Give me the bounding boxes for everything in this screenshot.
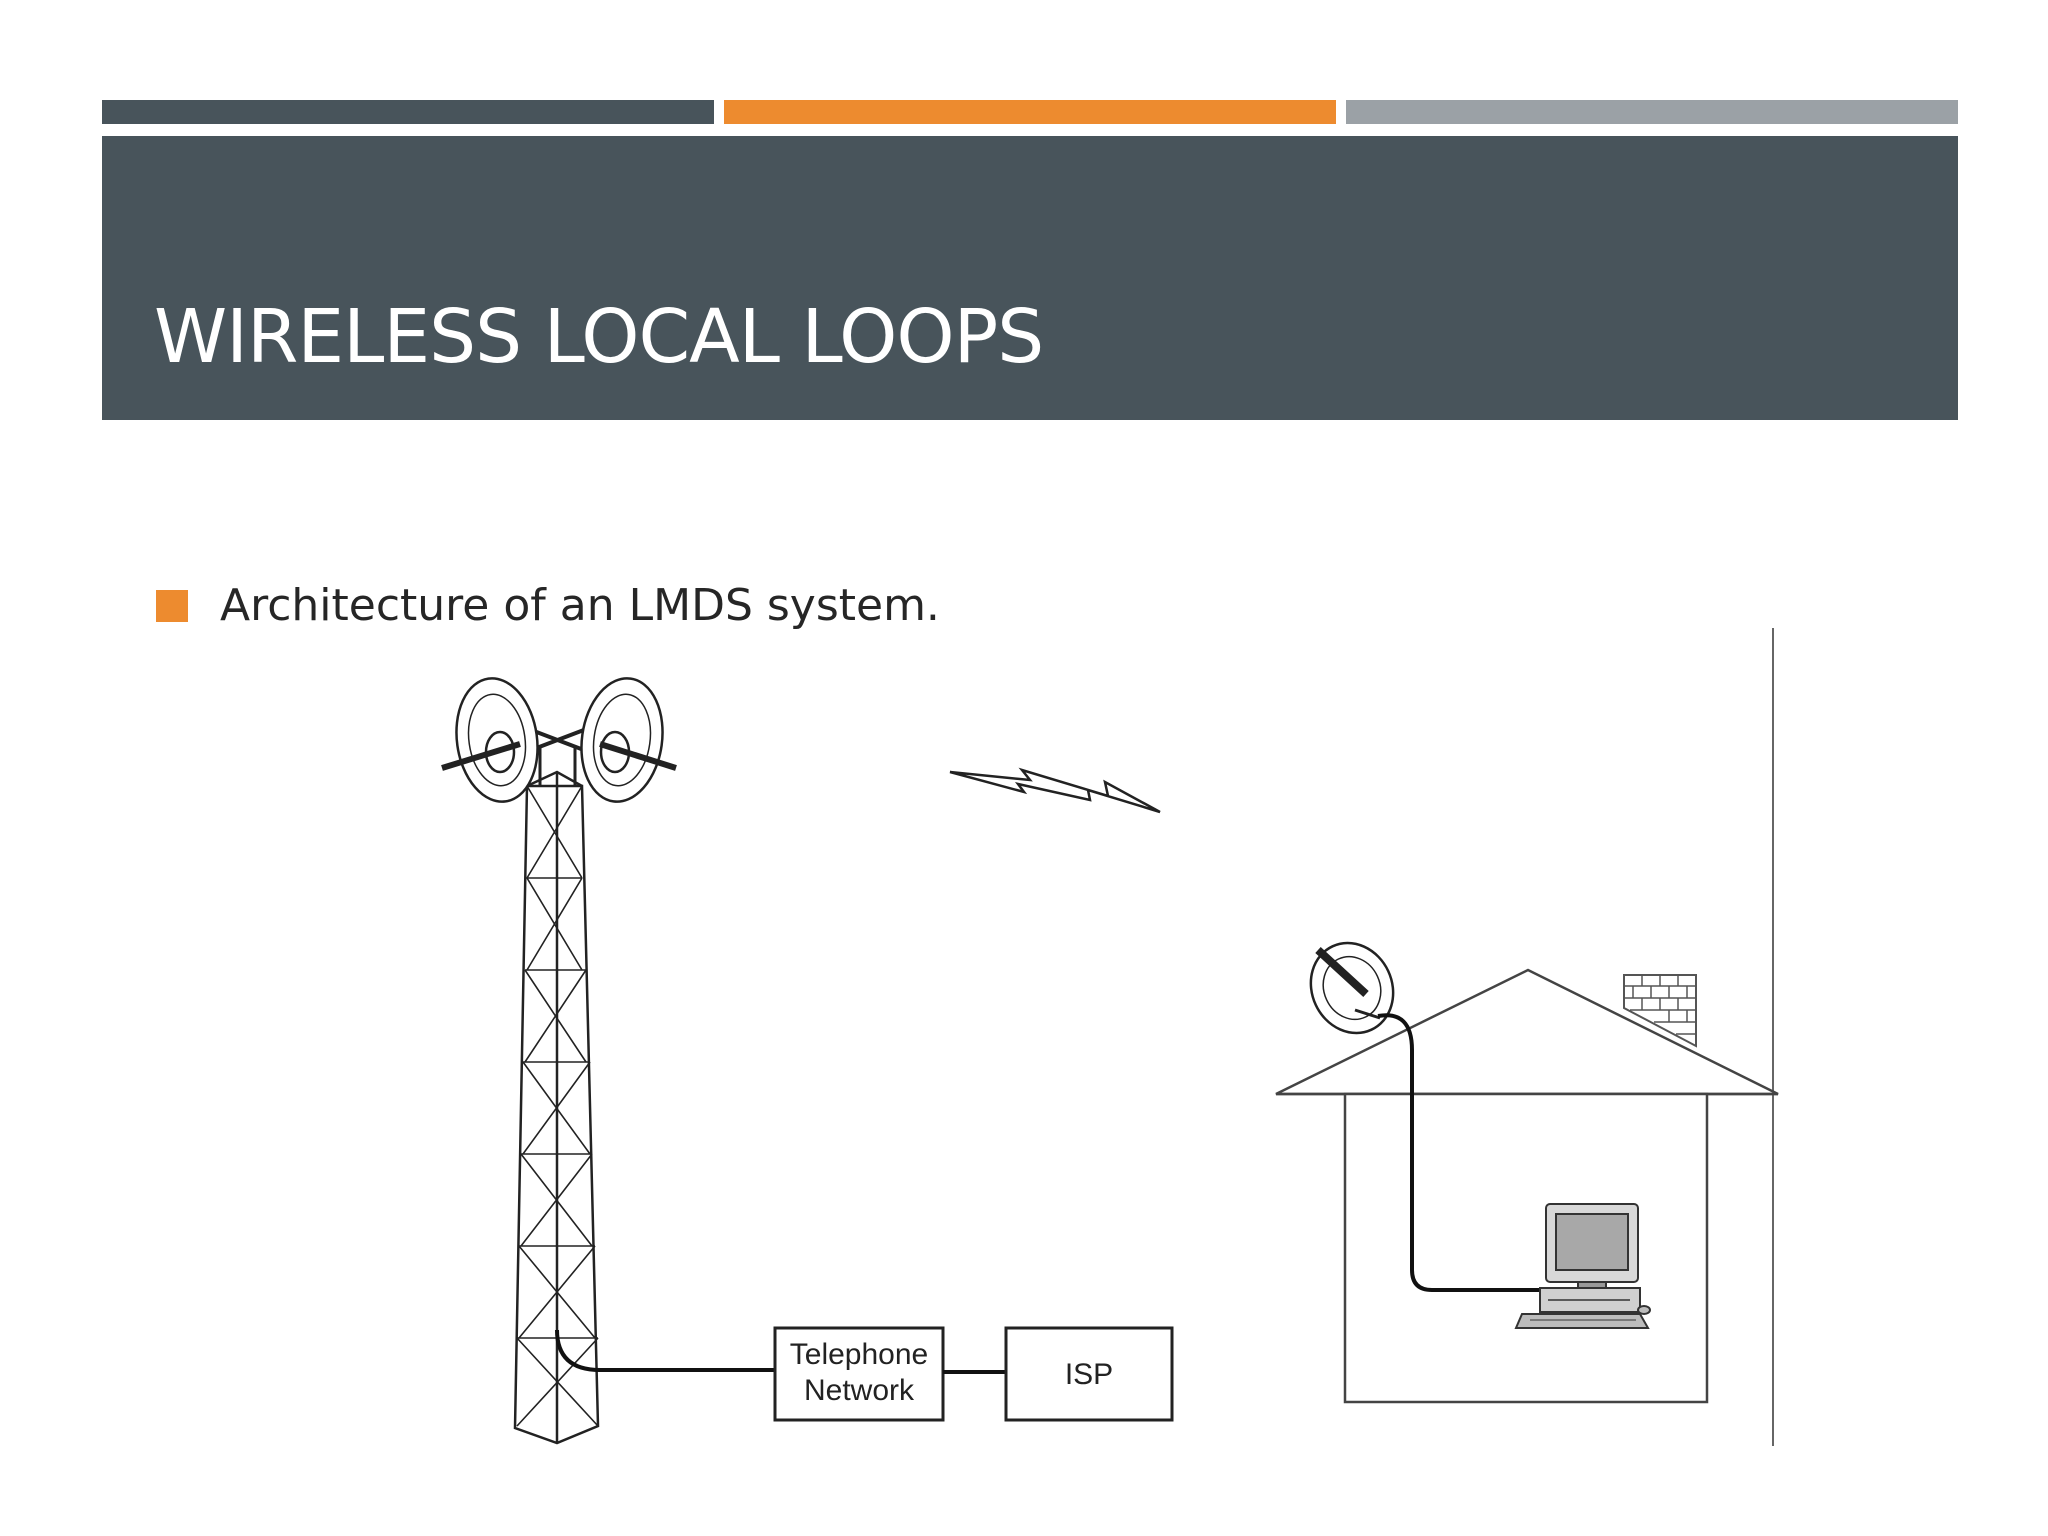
title-bar: WIRELESS LOCAL LOOPS — [102, 136, 1958, 420]
bullet-text: Architecture of an LMDS system. — [220, 580, 940, 631]
house — [1275, 968, 1779, 1404]
header-stripe-dark — [102, 100, 714, 124]
wireless-signal-bolt — [949, 767, 1161, 814]
tower-cable — [555, 1329, 775, 1372]
header-stripe-gray — [1346, 100, 1958, 124]
house-cable — [1377, 1013, 1560, 1292]
isp-box: ISP — [1004, 1326, 1174, 1422]
telephone-label-line2: Network — [804, 1374, 915, 1407]
chimney — [1623, 974, 1697, 1048]
bullet-square-icon — [156, 590, 188, 622]
telephone-label-line1: Telephone — [790, 1338, 928, 1371]
isp-label: ISP — [1065, 1358, 1113, 1391]
house-dish-antenna — [1309, 941, 1395, 1035]
telephone-network-box: Telephone Network — [773, 1326, 945, 1422]
tower-dish-antenna-left — [441, 677, 539, 803]
computer-icon — [1514, 1203, 1651, 1329]
tower-dish-antenna-right — [580, 677, 677, 803]
header-stripe-orange — [724, 100, 1336, 124]
slide-title: WIRELESS LOCAL LOOPS — [154, 294, 1044, 380]
